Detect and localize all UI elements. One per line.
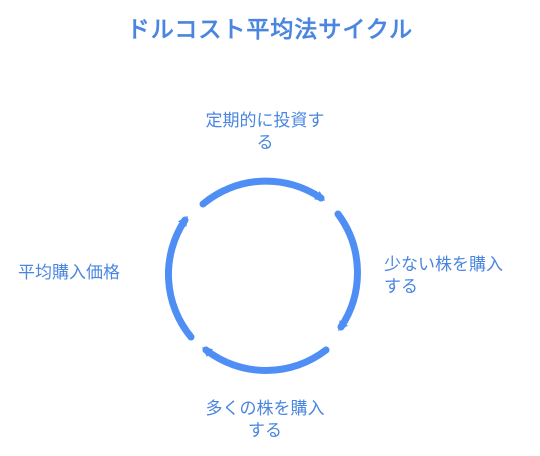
cycle-arrow-bottom: [202, 346, 330, 375]
step-label-fixed-investment: 定期的に投資す る: [205, 111, 325, 153]
cycle-arrow-left: [165, 215, 195, 341]
cycle-arrow-top: [199, 177, 326, 208]
step-label-buy-fewer: 少ない株を購入 する: [384, 255, 503, 297]
cycle-arrow-right: [334, 210, 361, 332]
step-label-buy-more: 多くの株を購入 する: [205, 399, 325, 441]
step-label-average-price: 平均購入価格: [18, 263, 120, 283]
diagram-title: ドルコスト平均法サイクル: [126, 17, 414, 43]
